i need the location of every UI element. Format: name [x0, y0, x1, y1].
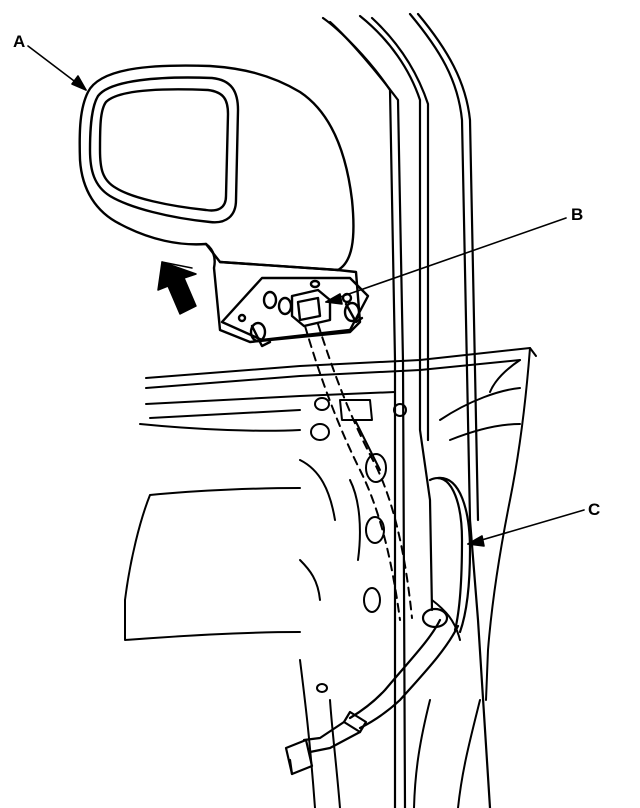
- callout-label-c: C: [588, 500, 601, 519]
- door-mirror-assembly: [78, 64, 370, 348]
- leader-lines: [27, 45, 585, 547]
- callout-label-a: A: [13, 32, 26, 51]
- leader-line-c: [467, 509, 585, 545]
- callout-label-b: B: [571, 205, 584, 224]
- arrowhead-c: [467, 535, 485, 547]
- leader-line-b: [325, 217, 567, 303]
- door-inner-panel: [124, 347, 537, 808]
- arrowhead-a: [71, 75, 87, 91]
- arrow-up-icon: [157, 261, 197, 315]
- wire-harness: [284, 476, 472, 776]
- arrowhead-b: [325, 293, 343, 305]
- door-frame: [321, 12, 492, 808]
- mirror-cable: [304, 323, 413, 621]
